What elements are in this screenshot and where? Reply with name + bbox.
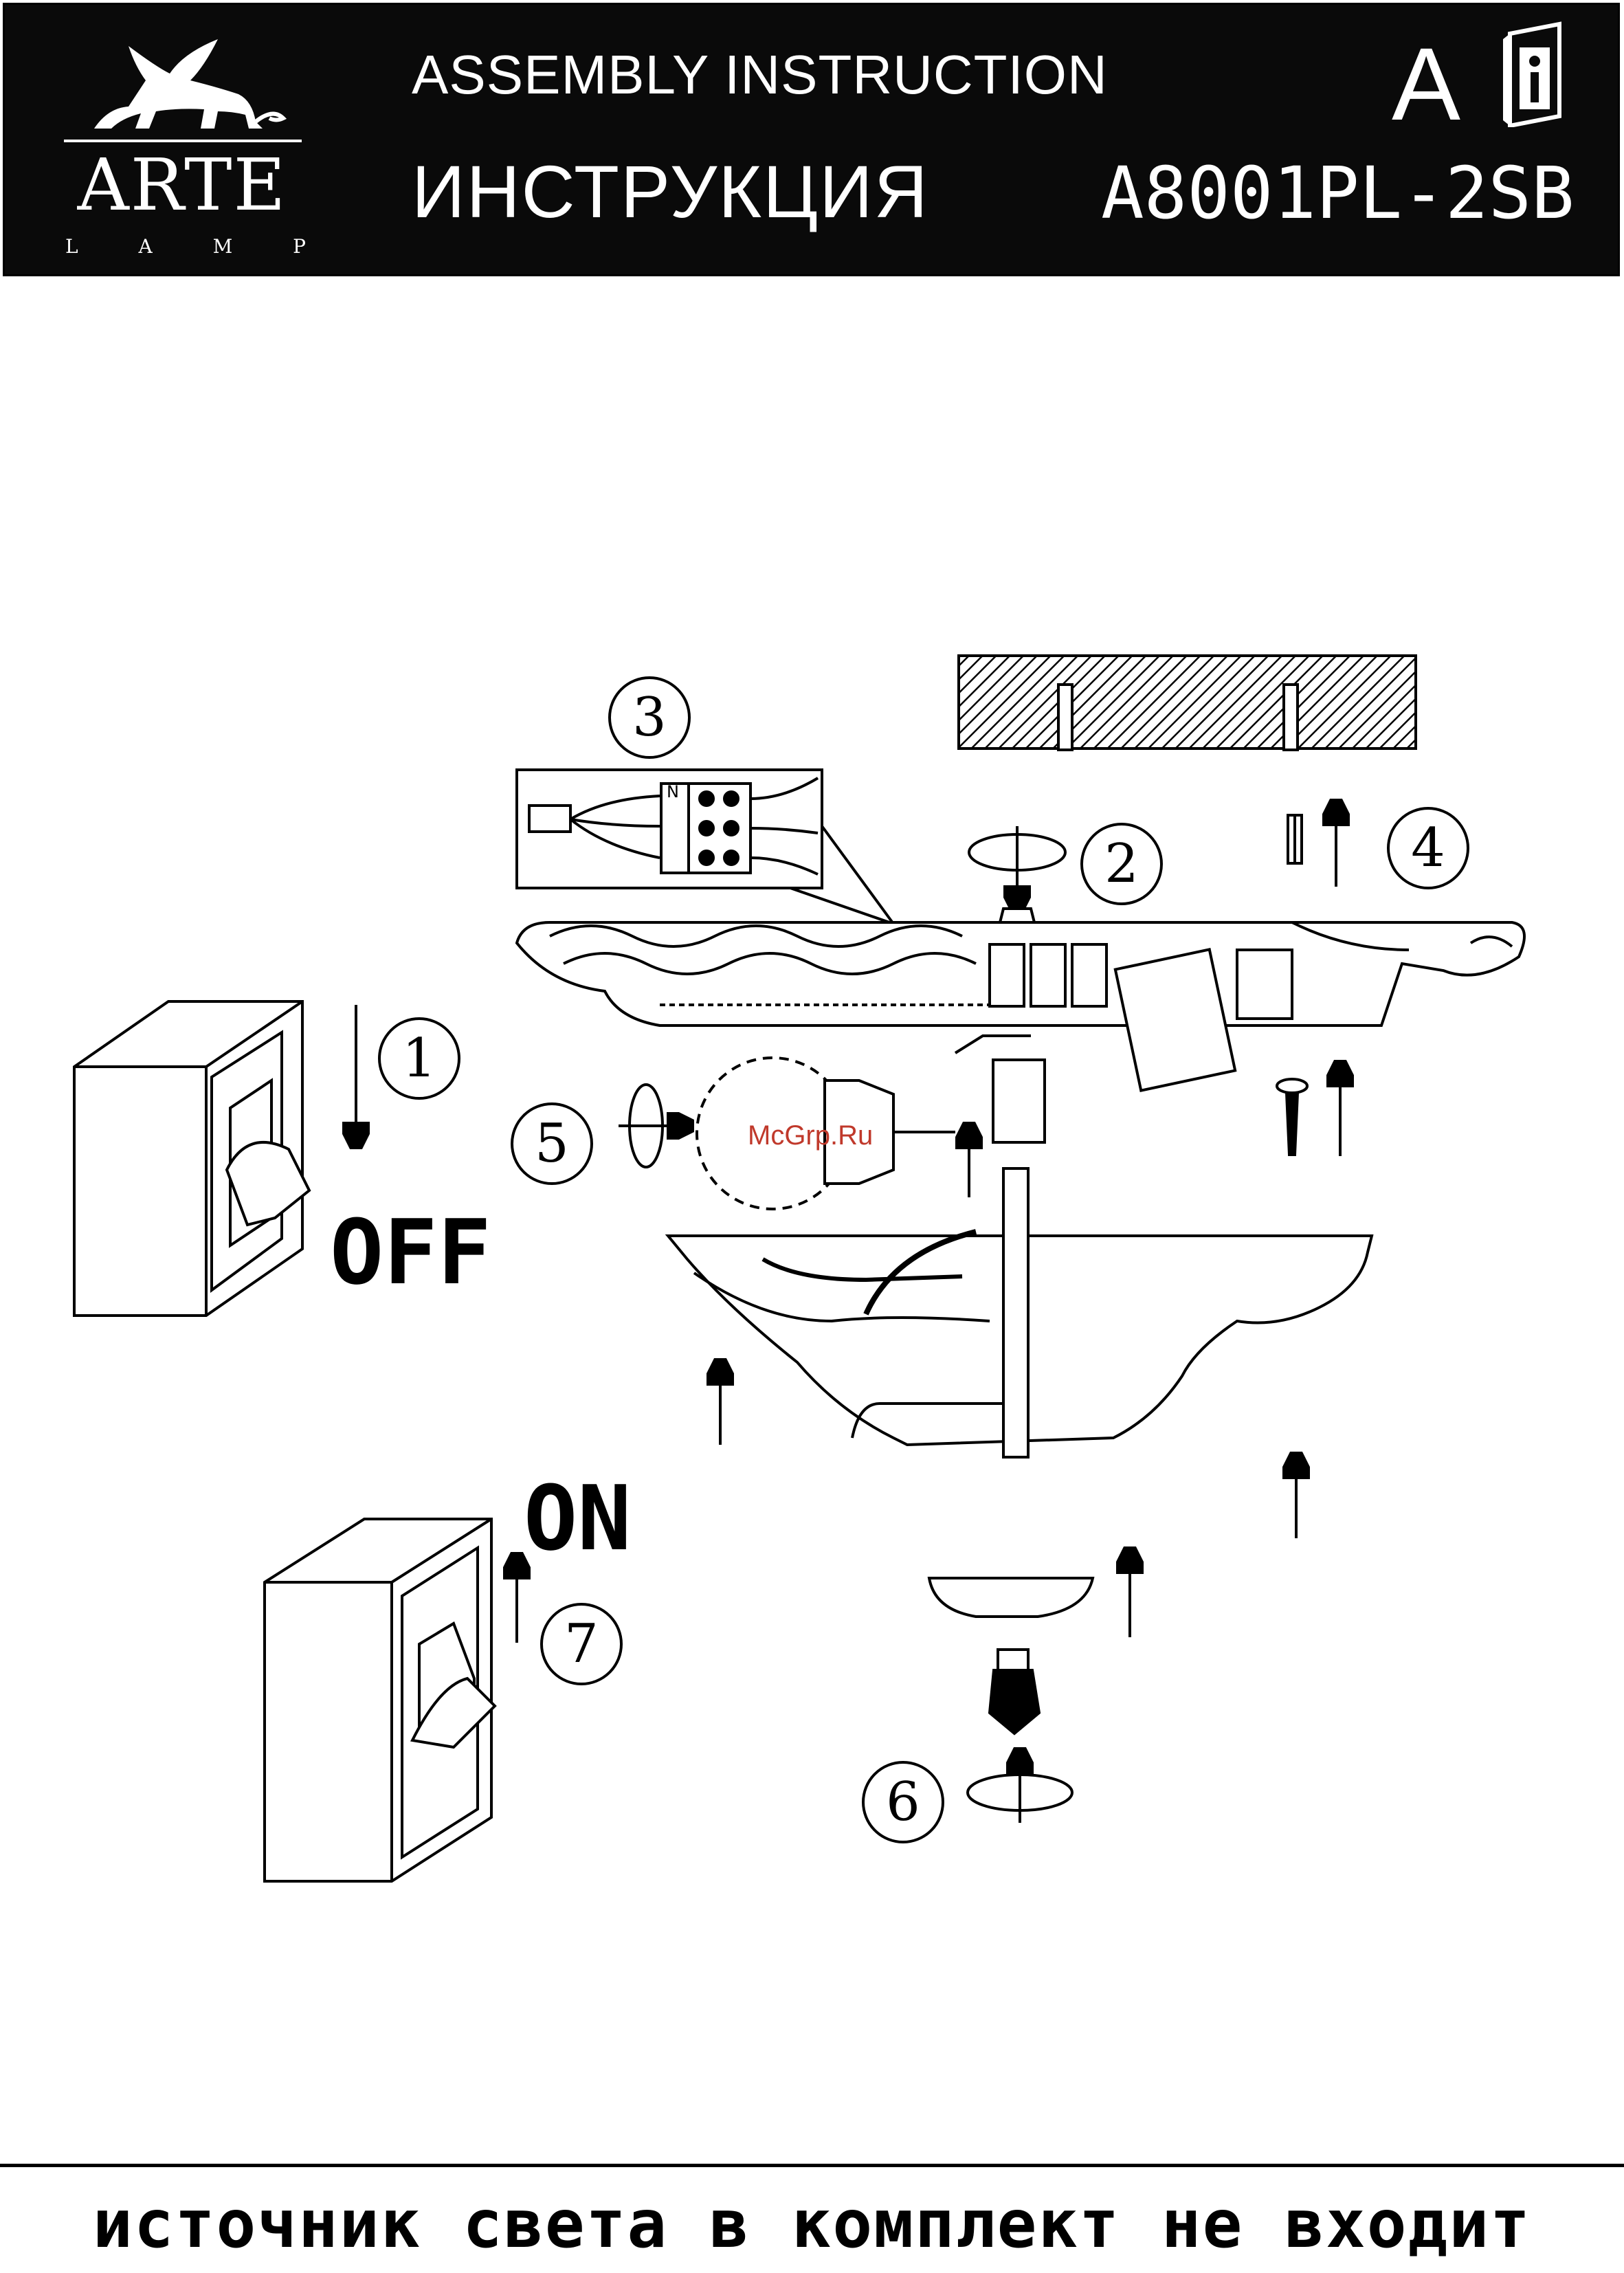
brand-sub-letter: L [65, 237, 78, 256]
step-number: 1 [402, 1028, 436, 1089]
wall-switch-on [265, 1519, 517, 1881]
step-circle-5: 5 [512, 1104, 592, 1184]
step-circle-2: 2 [1082, 824, 1161, 904]
info-book-icon [1496, 20, 1573, 127]
brand-sub-letter: A [138, 237, 152, 256]
step-circle-1: 1 [379, 1019, 459, 1098]
screw-icon [1277, 1074, 1340, 1156]
title-english: ASSEMBLY INSTRUCTION [412, 47, 1108, 102]
wall-switch-off [74, 1001, 356, 1316]
watermark: McGrp.Ru [748, 1122, 873, 1149]
model-number: A8001PL-2SB [1101, 157, 1575, 229]
griffin-logo-icon [80, 25, 293, 142]
off-label: OFF [330, 1200, 491, 1305]
brand-subtitle: L A M P [65, 237, 306, 256]
title-russian: ИНСТРУКЦИЯ [412, 155, 929, 229]
footer-note: источник света в комплект не входит [0, 2191, 1624, 2257]
assembly-diagram: N [0, 276, 1624, 2160]
language-letter: A [1392, 32, 1460, 135]
footer-divider [0, 2164, 1624, 2167]
ceiling-slab [959, 656, 1416, 750]
step-number: 6 [886, 1771, 920, 1833]
logo-divider [64, 140, 302, 142]
step-number: 2 [1104, 833, 1139, 895]
step-number: 5 [535, 1113, 569, 1175]
step-circle-7: 7 [542, 1604, 621, 1684]
step-circle-6: 6 [863, 1762, 943, 1842]
decorative-finial-cup [929, 1560, 1130, 1823]
terminal-block-inset [517, 770, 893, 924]
step-number: 7 [564, 1613, 599, 1675]
terminal-n-label: N [667, 782, 679, 801]
brand-sub-letter: P [293, 237, 306, 256]
brand-sub-letter: M [213, 237, 233, 256]
glass-bowl-shade [668, 1168, 1372, 1538]
step-circle-4: 4 [1388, 808, 1468, 888]
step-number: 3 [632, 687, 667, 749]
on-label: ON [524, 1466, 632, 1571]
step-number: 4 [1411, 817, 1445, 879]
dowel-anchor-icon [1288, 812, 1336, 887]
rotate-nut-icon [969, 826, 1065, 925]
brand-name: ARTE [58, 149, 306, 221]
step-circle-3: 3 [610, 678, 689, 757]
header-bar: ARTE L A M P ASSEMBLY INSTRUCTION ИНСТРУ… [3, 3, 1620, 276]
